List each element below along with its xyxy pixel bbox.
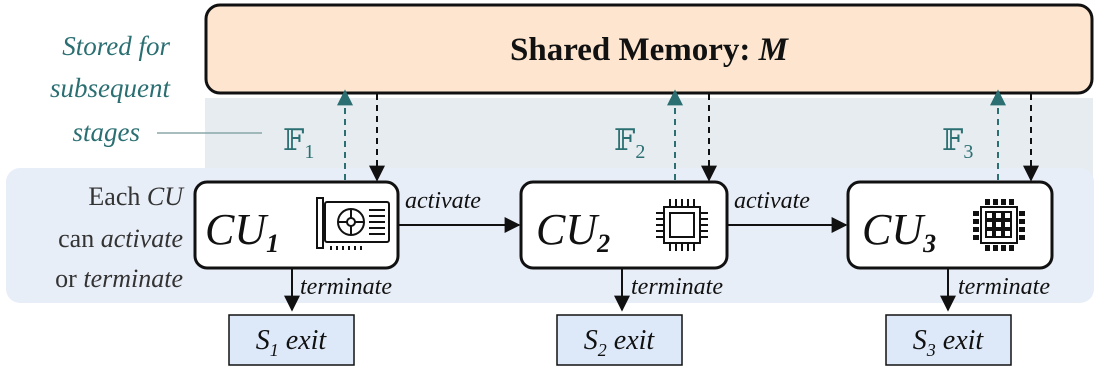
activate-label-1: activate	[405, 188, 481, 214]
compute-unit-2: 𝔽2 CU2 te	[519, 89, 729, 366]
exit-box-1	[228, 314, 355, 366]
cpu-chip-icon	[656, 199, 708, 251]
left-caption: Each CU can activate or terminate	[55, 182, 185, 293]
compute-unit-label-3: CU3	[862, 205, 936, 258]
side-note-line-1: Stored for	[62, 31, 170, 61]
compute-unit-1: 𝔽1 CU1 terminate S1	[193, 89, 400, 366]
side-note-line-3: stages	[73, 117, 141, 147]
side-note: Stored for subsequent stages	[50, 31, 171, 147]
terminate-label-3: terminate	[958, 274, 1050, 300]
feature-label-2: 𝔽2	[614, 124, 645, 163]
activate-label-2: activate	[734, 188, 810, 214]
feature-label-3: 𝔽3	[942, 124, 973, 163]
shared-memory-box	[204, 3, 1094, 95]
npu-grid-icon	[973, 199, 1025, 251]
exit-box-3	[885, 314, 1012, 366]
compute-unit-3: 𝔽3 CU3	[846, 89, 1054, 366]
gpu-icon	[316, 197, 390, 250]
exit-label-2: S2 exit	[584, 325, 656, 360]
exit-box-2	[556, 314, 683, 366]
compute-unit-label-1: CU1	[205, 205, 279, 258]
left-caption-line-1: Each CU	[88, 182, 185, 211]
side-note-line-2: subsequent	[50, 73, 171, 103]
shared-memory-label: Shared Memory: M	[510, 32, 790, 68]
terminate-label-1: terminate	[300, 274, 392, 300]
left-caption-line-3: or terminate	[55, 264, 183, 293]
feature-label-1: 𝔽1	[283, 124, 314, 163]
exit-label-1: S1 exit	[256, 325, 328, 360]
terminate-label-2: terminate	[631, 274, 723, 300]
exit-label-3: S3 exit	[913, 325, 985, 360]
compute-unit-label-2: CU2	[536, 205, 610, 258]
left-caption-line-2: can activate	[58, 224, 183, 253]
